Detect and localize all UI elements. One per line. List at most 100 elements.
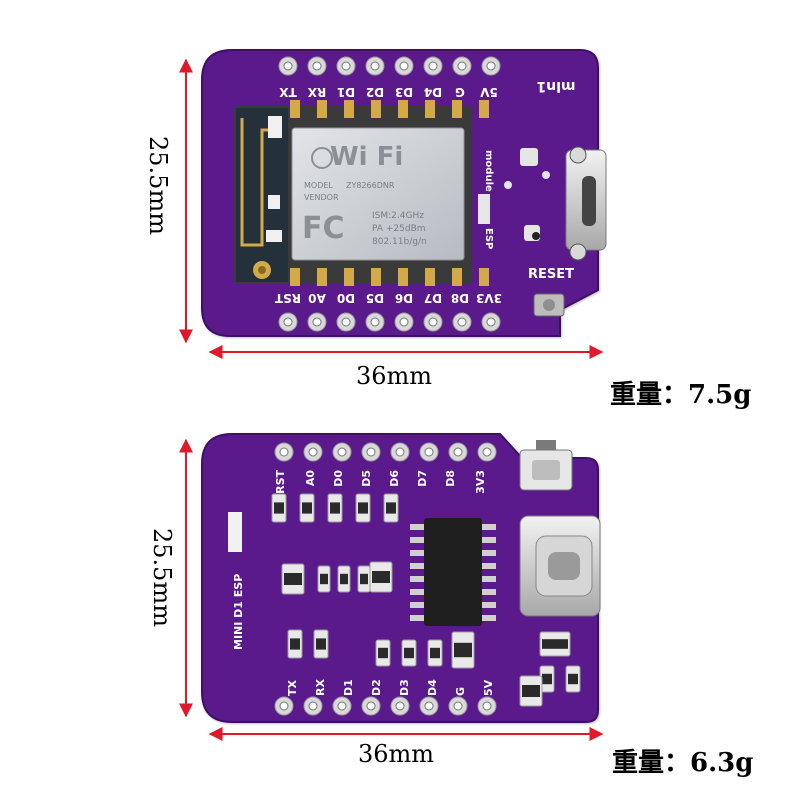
smd-body (454, 642, 472, 658)
pin-label: D3 (395, 85, 413, 99)
smd-body (522, 685, 540, 697)
smd-body (378, 647, 388, 659)
top-height-label: 25.5mm (144, 136, 172, 235)
smd-body (290, 638, 300, 650)
smd-body (568, 673, 578, 685)
castellation (290, 100, 300, 118)
ic-pin (410, 576, 424, 582)
castellation (317, 268, 327, 286)
smd-body (360, 573, 368, 585)
ic-pin (410, 550, 424, 556)
pin-label: D7 (416, 470, 429, 487)
pin-label: TX (279, 85, 297, 99)
pin-hole (366, 701, 376, 711)
ic-pin (410, 563, 424, 569)
pin-label: D5 (360, 470, 373, 487)
pin-hole (428, 61, 438, 71)
castellation (344, 268, 354, 286)
castellation (425, 100, 435, 118)
ic-pin (410, 602, 424, 608)
pin-label: 5V (482, 679, 495, 696)
pin-label: D0 (332, 470, 345, 487)
pin-label: RST (274, 291, 301, 305)
pin-label: D6 (388, 470, 401, 487)
smd-body (320, 573, 328, 585)
pin-label: D4 (424, 85, 442, 99)
ic-pin (482, 576, 496, 582)
module-text: ZY8266DNR (346, 181, 395, 190)
pin-label: D6 (395, 291, 413, 305)
pin-label: D3 (398, 679, 411, 696)
reset-button[interactable] (533, 293, 565, 317)
pin-hole (453, 701, 463, 711)
pin-hole (428, 317, 438, 327)
pin-label: RX (307, 85, 326, 99)
castellation (398, 268, 408, 286)
castellation (452, 268, 462, 286)
smd-body (316, 638, 326, 650)
ic-pin (482, 563, 496, 569)
reset-label: RESET (528, 267, 574, 282)
pin-hole (486, 317, 496, 327)
smd-body (372, 571, 390, 583)
pin-hole (424, 447, 434, 457)
pin-hole (399, 317, 409, 327)
smd-body (542, 639, 568, 649)
board-mark: mln1 (536, 78, 575, 94)
pin-hole (279, 447, 289, 457)
pin-hole (308, 447, 318, 457)
top-pin-row-lower (278, 312, 501, 332)
wifi-globe-icon (311, 147, 333, 169)
pin-label: A0 (304, 470, 317, 487)
bottom-height-label: 25.5mm (148, 528, 176, 627)
pin-label: D7 (424, 291, 442, 305)
reset-button-bottom[interactable] (519, 440, 573, 491)
smd-body (284, 573, 302, 585)
pin-hole (312, 61, 322, 71)
pin-label: RX (314, 679, 327, 696)
pin-hole (395, 701, 405, 711)
castellation (452, 100, 462, 118)
smd-body (430, 647, 440, 659)
pin-label: G (455, 85, 465, 99)
bottom-silk-box (228, 512, 242, 552)
smd-body (358, 502, 368, 514)
pin-hole (366, 447, 376, 457)
pin-hole (312, 317, 322, 327)
top-width-label: 36mm (356, 362, 433, 390)
ic-pin (482, 524, 496, 530)
smd-components (271, 493, 581, 707)
pin-hole (279, 701, 289, 711)
pin-hole (486, 61, 496, 71)
castellation (317, 100, 327, 118)
pin-label: D8 (444, 470, 457, 487)
pin-hole (424, 701, 434, 711)
top-upper-pin-labels: TX RX D1 D2 D3 D4 G 5V (279, 85, 498, 99)
pin-label: A0 (308, 291, 326, 305)
module-side-label: module (483, 150, 494, 192)
pin-label: D1 (342, 679, 355, 696)
ic-pin (410, 524, 424, 530)
pin-hole (482, 447, 492, 457)
pin-label: D1 (337, 85, 355, 99)
castellation (371, 100, 381, 118)
usb-c-connector-bottom (519, 515, 601, 617)
pin-hole (457, 61, 467, 71)
smd-body (386, 502, 396, 514)
pin-hole (283, 317, 293, 327)
castellation (371, 268, 381, 286)
pin-hole (399, 61, 409, 71)
castellation (479, 268, 489, 286)
bottom-lower-pin-labels: TX RX D1 D2 D3 D4 G 5V (286, 679, 495, 696)
wifi-logo: Wi Fi (330, 142, 403, 172)
ic-pin (410, 537, 424, 543)
pin-label: 3V3 (476, 291, 502, 305)
pin-label: TX (286, 679, 299, 696)
pin-label: D0 (337, 291, 355, 305)
pin-hole (482, 701, 492, 711)
ic-pin (482, 537, 496, 543)
pin-hole (341, 61, 351, 71)
castellation (398, 100, 408, 118)
fcc-logo: FC (302, 211, 345, 246)
pin-hole (457, 317, 467, 327)
